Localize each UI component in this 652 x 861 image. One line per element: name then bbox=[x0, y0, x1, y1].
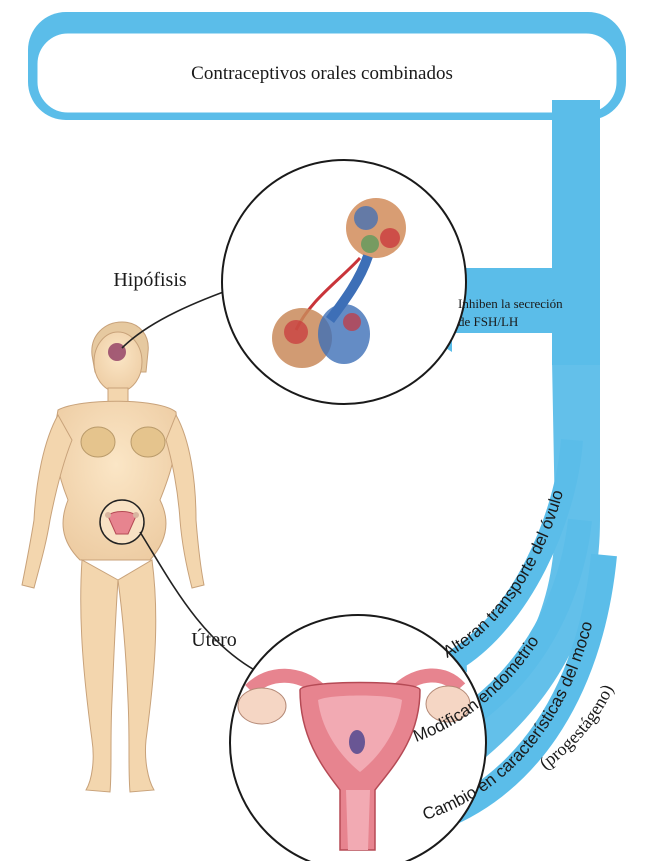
uterus-label: Útero bbox=[191, 627, 237, 651]
title-text: Contraceptivos orales combinados bbox=[191, 63, 453, 84]
inhibit-label-line1: Inhiben la secreción bbox=[458, 296, 563, 311]
descending-band bbox=[552, 100, 600, 365]
pituitary-label: Hipófisis bbox=[113, 269, 187, 291]
pituitary-inset bbox=[222, 160, 466, 404]
uterus-marker bbox=[100, 500, 144, 544]
inhibit-label-line2: de FSH/LH bbox=[458, 314, 518, 329]
human-figure bbox=[22, 322, 204, 792]
